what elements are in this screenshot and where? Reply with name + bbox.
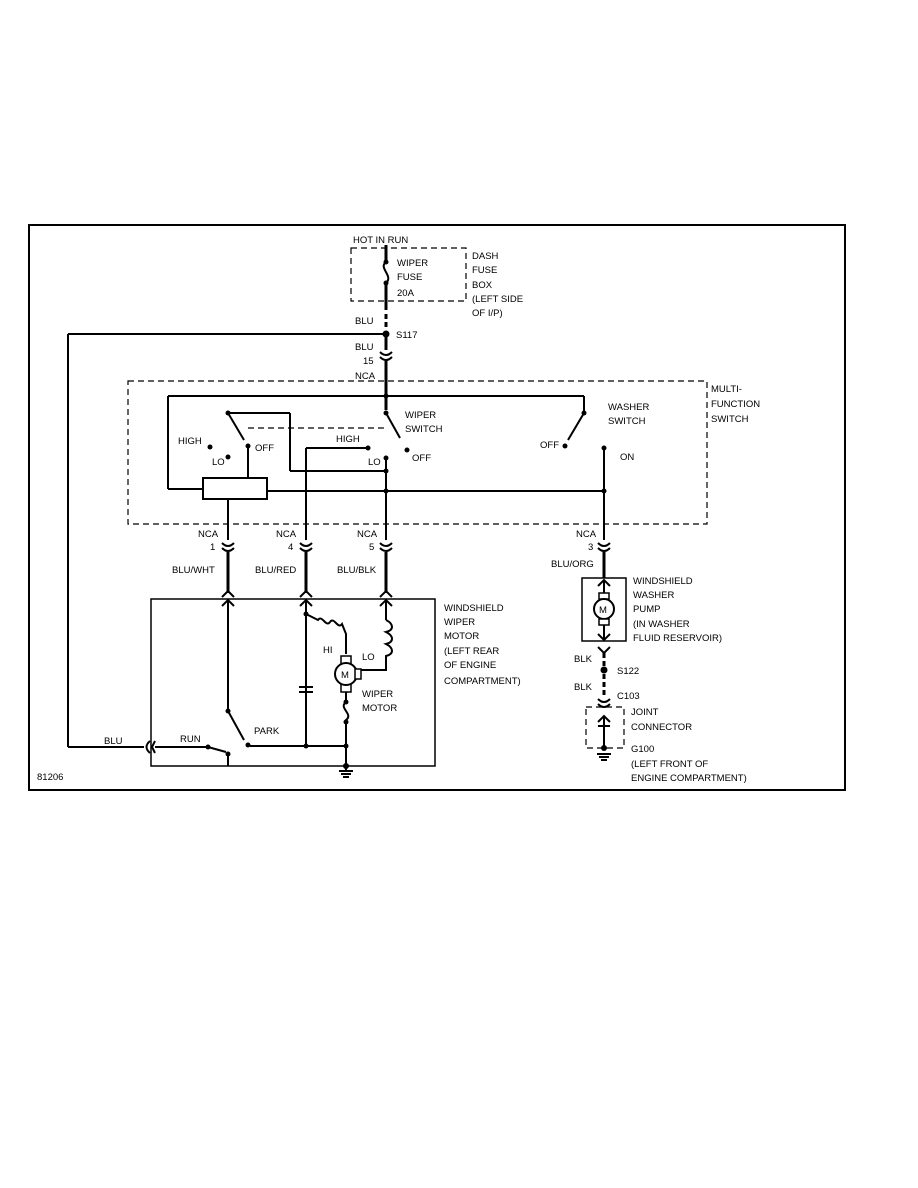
svg-text:G100: G100 bbox=[631, 744, 654, 755]
run-label: RUN bbox=[180, 734, 201, 745]
svg-text:ENGINE COMPARTMENT): ENGINE COMPARTMENT) bbox=[631, 773, 747, 784]
svg-text:(LEFT SIDE: (LEFT SIDE bbox=[472, 294, 523, 305]
svg-text:JOINT: JOINT bbox=[631, 707, 659, 718]
high-1-label: HIGH bbox=[178, 436, 202, 447]
svg-text:FUSE: FUSE bbox=[397, 272, 422, 283]
connector-pin-3: NCA 3 BLU/ORG bbox=[551, 529, 611, 578]
s122-label: S122 bbox=[617, 666, 639, 677]
svg-text:MULTI-: MULTI- bbox=[711, 384, 742, 395]
svg-text:NCA: NCA bbox=[198, 529, 219, 540]
splice-s122 bbox=[600, 666, 608, 674]
wiper-fuse-label: WIPER FUSE 20A bbox=[397, 258, 428, 299]
ground-g100-label: G100 (LEFT FRONT OF ENGINE COMPARTMENT) bbox=[631, 744, 747, 784]
svg-text:SWITCH: SWITCH bbox=[405, 424, 443, 435]
svg-text:(LEFT FRONT OF: (LEFT FRONT OF bbox=[631, 759, 708, 770]
lo-2-label: LO bbox=[368, 457, 381, 468]
svg-text:COMPARTMENT): COMPARTMENT) bbox=[444, 676, 521, 687]
diagram-frame bbox=[28, 224, 846, 791]
wire-blu-top: BLU bbox=[355, 316, 374, 327]
svg-text:MOTOR: MOTOR bbox=[444, 631, 479, 642]
svg-text:PUMP: PUMP bbox=[633, 604, 660, 615]
wiper-motor-box bbox=[150, 598, 436, 767]
svg-text:BLU/BLK: BLU/BLK bbox=[337, 565, 377, 576]
svg-text:FLUID RESERVOIR): FLUID RESERVOIR) bbox=[633, 633, 722, 644]
svg-text:FUNCTION: FUNCTION bbox=[711, 399, 760, 410]
svg-text:WIPER: WIPER bbox=[444, 617, 475, 628]
svg-text:5: 5 bbox=[369, 542, 374, 553]
on-washer-label: ON bbox=[620, 452, 634, 463]
svg-text:CONNECTOR: CONNECTOR bbox=[631, 722, 692, 733]
svg-text:NCA: NCA bbox=[576, 529, 597, 540]
wire-blk-2: BLK bbox=[574, 682, 593, 693]
wire-blk-1: BLK bbox=[574, 654, 593, 665]
dash-fuse-box-label: DASH FUSE BOX (LEFT SIDE OF I/P) bbox=[472, 251, 523, 319]
svg-text:BLU/WHT: BLU/WHT bbox=[172, 565, 215, 576]
svg-text:(LEFT REAR: (LEFT REAR bbox=[444, 646, 499, 657]
s117-label: S117 bbox=[396, 330, 417, 341]
wiper-motor-m: M bbox=[341, 670, 349, 681]
svg-text:BOX: BOX bbox=[472, 280, 493, 291]
diagram-id: 81206 bbox=[37, 772, 63, 783]
svg-text:20A: 20A bbox=[397, 288, 415, 299]
wiper-motor-label: WINDSHIELD WIPER MOTOR (LEFT REAR OF ENG… bbox=[444, 603, 521, 687]
wiper-motor-inner-label: WIPER MOTOR bbox=[362, 689, 397, 714]
svg-text:WIPER: WIPER bbox=[362, 689, 393, 700]
park-label: PARK bbox=[254, 726, 280, 737]
off-1-label: OFF bbox=[255, 443, 274, 454]
svg-text:MOTOR: MOTOR bbox=[362, 703, 397, 714]
c103-label: C103 bbox=[617, 691, 640, 702]
switch-module bbox=[202, 477, 268, 500]
svg-text:1: 1 bbox=[210, 542, 215, 553]
connector-15 bbox=[379, 351, 393, 361]
svg-text:NCA: NCA bbox=[357, 529, 378, 540]
multi-function-switch-box bbox=[127, 380, 708, 525]
svg-text:NCA: NCA bbox=[276, 529, 297, 540]
wire-blu-left: BLU bbox=[104, 736, 123, 747]
washer-switch-label: WASHER SWITCH bbox=[608, 402, 649, 427]
multi-function-switch-label: MULTI- FUNCTION SWITCH bbox=[711, 384, 760, 425]
lo-1-label: LO bbox=[212, 457, 225, 468]
connector-pin-1: NCA 1 BLU/WHT bbox=[172, 529, 235, 593]
svg-text:WASHER: WASHER bbox=[633, 590, 674, 601]
svg-text:OF ENGINE: OF ENGINE bbox=[444, 660, 496, 671]
wiper-switch-label: WIPER SWITCH bbox=[405, 410, 443, 435]
svg-text:OF I/P): OF I/P) bbox=[472, 308, 503, 319]
svg-text:WINDSHIELD: WINDSHIELD bbox=[444, 603, 504, 614]
connector-pin-4: NCA 4 BLU/RED bbox=[255, 529, 313, 593]
motor-lo-label: LO bbox=[362, 652, 375, 663]
pin-15-label: 15 bbox=[363, 356, 374, 367]
svg-text:FUSE: FUSE bbox=[472, 265, 497, 276]
off-2-label: OFF bbox=[412, 453, 431, 464]
connector-pin-5: NCA 5 BLU/BLK bbox=[337, 529, 393, 593]
svg-text:DASH: DASH bbox=[472, 251, 499, 262]
joint-connector-label: JOINT CONNECTOR bbox=[631, 707, 692, 733]
washer-pump-m: M bbox=[599, 605, 607, 616]
svg-text:WIPER: WIPER bbox=[397, 258, 428, 269]
hi-label: HI bbox=[323, 645, 333, 656]
svg-text:SWITCH: SWITCH bbox=[711, 414, 749, 425]
svg-text:WINDSHIELD: WINDSHIELD bbox=[633, 576, 693, 587]
svg-text:(IN WASHER: (IN WASHER bbox=[633, 619, 690, 630]
wire-blu-conn: BLU bbox=[355, 342, 374, 353]
svg-text:BLU/RED: BLU/RED bbox=[255, 565, 296, 576]
hot-in-run-label: HOT IN RUN bbox=[353, 235, 408, 246]
washer-pump-label: WINDSHIELD WASHER PUMP (IN WASHER FLUID … bbox=[633, 576, 722, 644]
off-washer-label: OFF bbox=[540, 440, 559, 451]
svg-text:4: 4 bbox=[288, 542, 293, 553]
svg-text:BLU/ORG: BLU/ORG bbox=[551, 559, 594, 570]
dash-fuse-box bbox=[350, 247, 467, 302]
svg-text:WASHER: WASHER bbox=[608, 402, 649, 413]
svg-text:SWITCH: SWITCH bbox=[608, 416, 646, 427]
svg-text:3: 3 bbox=[588, 542, 593, 553]
high-2-label: HIGH bbox=[336, 434, 360, 445]
svg-text:WIPER: WIPER bbox=[405, 410, 436, 421]
nca-15-label: NCA bbox=[355, 371, 376, 382]
